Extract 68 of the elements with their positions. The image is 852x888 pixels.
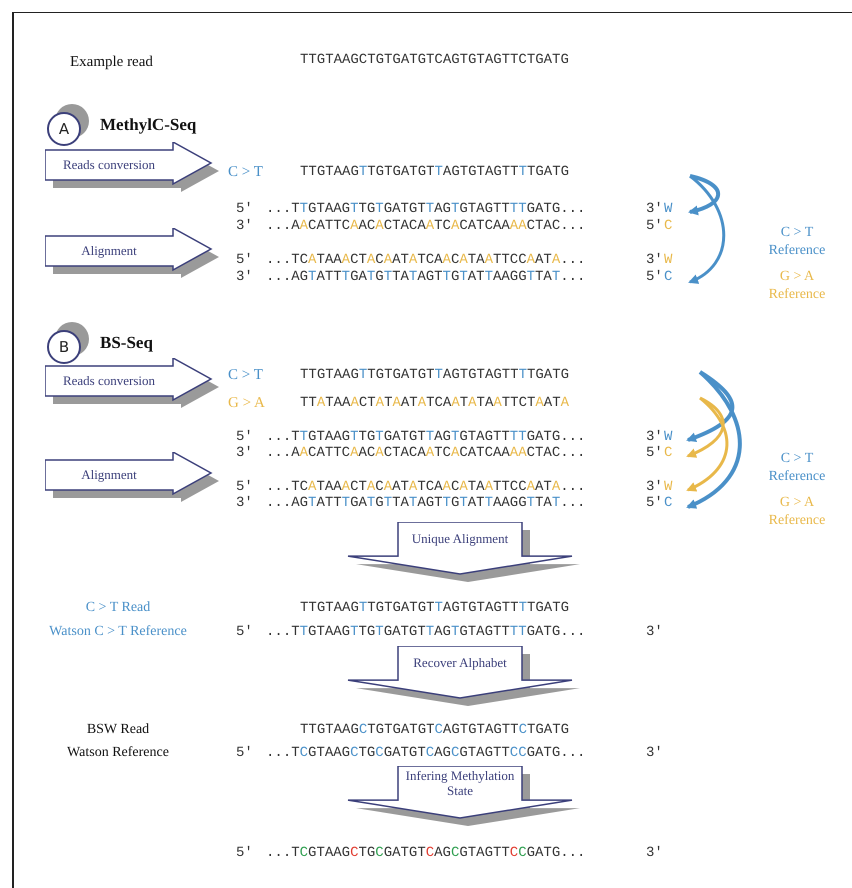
text-label: C > T: [228, 164, 263, 180]
dna-sequence: ...TTGTAAGTTGTGATGTTAGTGTAGTTTTGATG...: [266, 429, 586, 445]
dna-sequence: TTGTAAGTTGTGATGTTAGTGTAGTTTTGATG: [300, 367, 569, 383]
dna-sequence: ...AACATTCAACACTACAATCACATCAAAACTAC...: [266, 218, 586, 234]
arrow-label: Alignment: [80, 243, 138, 258]
strand-end-label: 3': [646, 252, 663, 268]
strand-end-label: 3': [236, 269, 253, 285]
dna-sequence: ...AACATTCAACACTACAATCACATCAAAACTAC...: [266, 445, 586, 461]
arrow-label: Infering Methylation State: [404, 768, 516, 798]
strand-end-label: W: [664, 429, 672, 445]
dna-sequence: ...TCGTAAGCTGCGATGTCAGCGTAGTTCCGATG...: [266, 845, 586, 861]
dna-sequence: TTGTAAGCTGTGATGTCAGTGTAGTTCTGATG: [300, 722, 569, 738]
dna-sequence: ...AGTATTTGATGTTATAGTTGTATTAAGGTTAT...: [266, 269, 586, 285]
text-label: Watson C > T Reference: [48, 624, 188, 640]
dna-sequence: ...TTGTAAGTTGTGATGTTAGTGTAGTTTTGATG...: [266, 201, 586, 217]
text-label: G > A: [228, 395, 265, 411]
dna-sequence: ...TCGTAAGCTGCGATGTCAGCGTAGTTCCGATG...: [266, 745, 586, 761]
strand-end-label: C: [664, 218, 672, 234]
strand-end-label: C: [664, 495, 672, 511]
strand-end-label: 5': [236, 252, 253, 268]
dna-sequence: TTATAAACTATAATATCAATATAATTCTAATA: [300, 395, 569, 411]
strand-end-label: C: [664, 445, 672, 461]
strand-end-label: 5': [236, 845, 253, 861]
dna-sequence: ...TTGTAAGTTGTGATGTTAGTGTAGTTTTGATG...: [266, 624, 586, 640]
strand-end-label: 3': [646, 479, 663, 495]
arrow-label: Recover Alphabet: [412, 655, 508, 670]
strand-end-label: W: [664, 201, 672, 217]
strand-end-label: 5': [646, 218, 663, 234]
section-heading: BS-Seq: [100, 335, 153, 351]
dna-sequence: ...TCATAAACTACAATATCAACATAATTCCAATA...: [266, 252, 586, 268]
strand-end-label: W: [664, 252, 672, 268]
text-label: C > T Read: [84, 600, 152, 616]
strand-end-label: C: [664, 269, 672, 285]
dna-sequence: TTGTAAGCTGTGATGTCAGTGTAGTTCTGATG: [300, 52, 569, 68]
text-label: Example read: [70, 54, 153, 70]
text-label: G > A Reference: [768, 494, 826, 530]
strand-end-label: 3': [236, 218, 253, 234]
dna-sequence: TTGTAAGTTGTGATGTTAGTGTAGTTTTGATG: [300, 164, 569, 180]
strand-end-label: W: [664, 479, 672, 495]
strand-end-label: 3': [646, 745, 663, 761]
arrow-label: Unique Alignment: [410, 531, 510, 546]
strand-end-label: 5': [646, 445, 663, 461]
strand-end-label: 5': [236, 745, 253, 761]
text-label: Watson Reference: [66, 745, 170, 761]
arrow-label: Alignment: [80, 467, 138, 482]
strand-end-label: 5': [236, 624, 253, 640]
arrow-label: Reads conversion: [62, 157, 156, 172]
text-label: C > T Reference: [768, 450, 826, 486]
arrow-label: Reads conversion: [62, 373, 156, 388]
strand-end-label: 5': [646, 495, 663, 511]
section-heading: MethylC-Seq: [100, 117, 196, 133]
strand-end-label: 5': [236, 479, 253, 495]
text-label: C > T: [228, 367, 263, 383]
strand-end-label: 3': [236, 495, 253, 511]
dna-sequence: ...TCATAAACTACAATATCAACATAATTCCAATA...: [266, 479, 586, 495]
text-label: C > T Reference: [768, 224, 826, 260]
dna-sequence: TTGTAAGTTGTGATGTTAGTGTAGTTTTGATG: [300, 600, 569, 616]
strand-end-label: 5': [236, 429, 253, 445]
strand-end-label: 3': [646, 624, 663, 640]
dna-sequence: ...AGTATTTGATGTTATAGTTGTATTAAGGTTAT...: [266, 495, 586, 511]
strand-end-label: 3': [236, 445, 253, 461]
strand-end-label: 5': [236, 201, 253, 217]
text-label: G > A Reference: [768, 268, 826, 304]
strand-end-label: 3': [646, 845, 663, 861]
text-label: BSW Read: [86, 722, 150, 738]
strand-end-label: 5': [646, 269, 663, 285]
strand-end-label: 3': [646, 201, 663, 217]
strand-end-label: 3': [646, 429, 663, 445]
